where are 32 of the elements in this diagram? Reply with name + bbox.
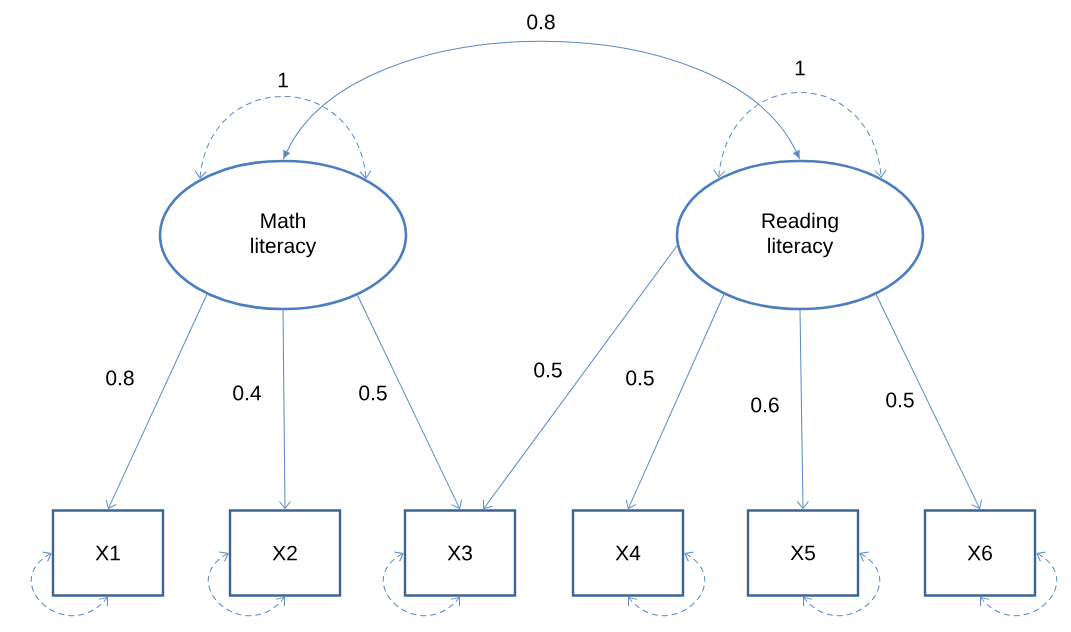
variance-arrow <box>194 95 372 179</box>
variance-arrow <box>30 551 108 617</box>
edge-label: 0.6 <box>751 397 779 413</box>
observed-variable-box: X2 <box>228 509 342 597</box>
observed-variable-box: X1 <box>51 509 165 597</box>
edge-label: 1 <box>795 60 805 76</box>
variance-arrow <box>980 551 1058 617</box>
arrow <box>278 309 291 509</box>
edge-label: 0.5 <box>534 362 562 378</box>
edge-label: 0.8 <box>527 14 555 30</box>
edge-label: 0.4 <box>233 385 261 401</box>
arrow <box>875 294 983 510</box>
arrow <box>105 294 208 510</box>
variance-arrow <box>207 551 285 617</box>
edge-label: 0.5 <box>359 385 387 401</box>
observed-variable-box: X5 <box>746 509 860 597</box>
variance-arrow <box>382 551 460 617</box>
arrow <box>796 309 809 509</box>
observed-variable-box: X4 <box>571 509 685 597</box>
arrow <box>482 245 678 510</box>
edge-label: 1 <box>278 72 288 88</box>
arrow <box>356 294 463 510</box>
edge-label: 0.8 <box>106 370 134 386</box>
arrow <box>625 294 725 510</box>
covariance-arrow <box>283 40 800 159</box>
observed-variable-box: X6 <box>923 509 1037 597</box>
observed-variable-box: X3 <box>403 509 517 597</box>
variance-arrow <box>713 91 887 178</box>
edge-label: 0.5 <box>886 392 914 408</box>
variance-arrow <box>803 551 881 617</box>
variance-arrow <box>628 551 706 617</box>
edge-label: 0.5 <box>626 370 654 386</box>
